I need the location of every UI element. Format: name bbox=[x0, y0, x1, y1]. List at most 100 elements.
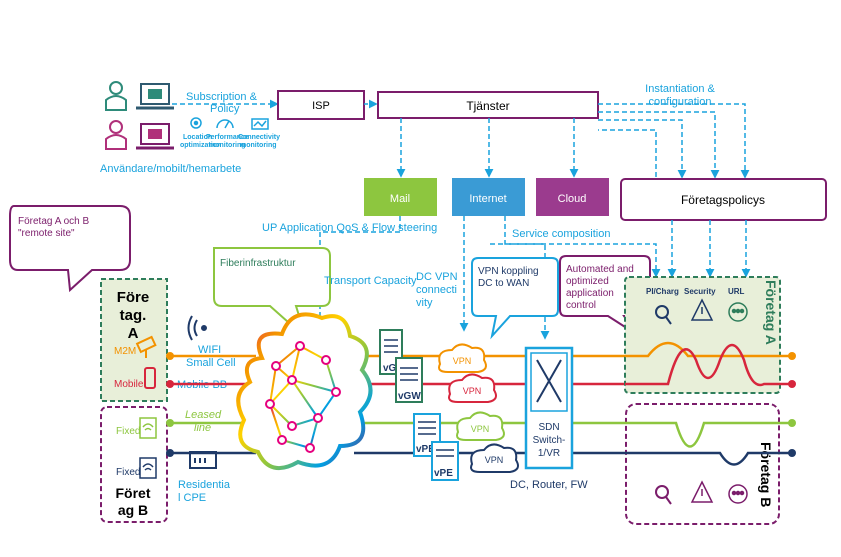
vpn-koppling-label-2: DC to WAN bbox=[478, 278, 529, 289]
connectivity-monitoring-icon bbox=[251, 118, 269, 130]
user-magenta-icon bbox=[105, 120, 127, 150]
policy-label: Företagspolicys bbox=[681, 193, 765, 207]
vpn-cloud-navy bbox=[470, 443, 519, 473]
tjanster-connectors bbox=[396, 103, 750, 179]
vgw-label-1: vG bbox=[383, 363, 397, 374]
cloud-box bbox=[536, 178, 609, 216]
residential-label-1: Residentia bbox=[178, 479, 231, 491]
router-icon-navy bbox=[139, 457, 157, 479]
fiber-nodes bbox=[265, 341, 341, 453]
fiber-label: Fiberinfrastruktur bbox=[220, 258, 296, 269]
sdn-label-3: 1/VR bbox=[538, 448, 560, 459]
line-end-dots bbox=[166, 352, 796, 457]
isp-box bbox=[277, 90, 365, 120]
router-icon-green bbox=[139, 417, 157, 439]
performance-monitoring-icon bbox=[216, 119, 234, 129]
company-a-label-2: tag. bbox=[120, 307, 147, 324]
automated-label-2: optimized bbox=[566, 276, 609, 287]
dc-vpn-label-1: DC VPN bbox=[416, 271, 458, 283]
vpn-label-1: VPN bbox=[453, 356, 472, 366]
laptop-teal-icon bbox=[136, 83, 174, 110]
sdn-label-2: Switch- bbox=[533, 435, 566, 446]
wifi-label-2: Small Cell bbox=[186, 357, 236, 369]
dc-vpn-label-3: vity bbox=[416, 297, 433, 309]
leased-line-label-2: line bbox=[194, 422, 211, 434]
user-teal-icon bbox=[105, 81, 127, 111]
fixed-label-1: Fixed bbox=[116, 426, 140, 437]
monitor-label-connectivity-2: monitoring bbox=[240, 142, 277, 149]
monitor-label-performance-1: Performance bbox=[206, 134, 249, 141]
vpn-label-4: VPN bbox=[485, 455, 504, 465]
vgw-appliance-2 bbox=[395, 357, 423, 403]
fixed-label-2: Fixed bbox=[116, 467, 140, 478]
internet-label: Internet bbox=[469, 193, 506, 205]
users-caption: Användare/mobilt/hemarbete bbox=[100, 163, 241, 175]
mail-label: Mail bbox=[390, 193, 410, 205]
remote-site-callout bbox=[9, 205, 131, 293]
search-icon bbox=[655, 305, 672, 325]
tjanster-box bbox=[377, 91, 599, 119]
internet-box bbox=[452, 178, 525, 216]
remote-site-label-2: "remote site" bbox=[18, 228, 75, 239]
smartphone-icon bbox=[144, 367, 156, 389]
vpn-cloud-red bbox=[448, 373, 497, 403]
remote-site-label-1: Företag A och B bbox=[18, 216, 89, 227]
dc-vpn-label-2: connecti bbox=[416, 284, 457, 296]
search-icon-b bbox=[655, 485, 672, 505]
automated-label-3: application bbox=[566, 288, 614, 299]
url-label: URL bbox=[728, 287, 745, 296]
vpn-koppling-callout bbox=[471, 257, 559, 340]
sdn-switch-cross bbox=[536, 359, 562, 403]
vpn-koppling-label-1: VPN koppling bbox=[478, 266, 539, 277]
isp-label: ISP bbox=[312, 100, 330, 112]
instantiation-label-1: Instantiation & bbox=[645, 83, 715, 95]
automated-label-4: control bbox=[566, 300, 596, 311]
location-optimization-icon bbox=[190, 117, 202, 129]
residential-label-2: l CPE bbox=[178, 492, 206, 504]
company-a-label-3: A bbox=[128, 325, 139, 342]
company-b-right-label: Företag B bbox=[758, 442, 774, 507]
vpn-cloud-green bbox=[456, 411, 505, 441]
dc-router-label: DC, Router, FW bbox=[510, 479, 588, 491]
warning-icon bbox=[690, 298, 714, 321]
m2m-label: M2M bbox=[114, 346, 136, 357]
wifi-signal-icon bbox=[187, 315, 207, 341]
up-qos-label: UP Application QoS & Flow steering bbox=[262, 222, 437, 234]
company-b-box bbox=[100, 406, 168, 523]
monitor-label-location-1: Location bbox=[183, 134, 212, 141]
wifi-label-1: WIFI bbox=[198, 344, 221, 356]
laptop-magenta-icon bbox=[136, 123, 174, 150]
monitor-label-connectivity-1: Connectivity bbox=[238, 134, 280, 141]
vpn-label-2: VPN bbox=[463, 386, 482, 396]
subscription-label-1: Subscription & bbox=[186, 91, 258, 103]
vpe-label-1: vPE bbox=[416, 444, 435, 455]
company-a-right-label: Företag A bbox=[763, 280, 779, 345]
mail-box bbox=[364, 178, 437, 216]
dpi-label: PI/Charg bbox=[646, 287, 679, 296]
cloud-label: Cloud bbox=[558, 193, 587, 205]
mobile-label: Mobile bbox=[114, 379, 144, 390]
monitor-label-performance-2: monitoring bbox=[209, 142, 246, 149]
sdn-label-1: SDN bbox=[538, 422, 559, 433]
warning-icon-b bbox=[690, 480, 714, 503]
vpn-cloud-orange bbox=[438, 343, 487, 373]
monitor-label-location-2: optimization bbox=[180, 142, 221, 149]
service-composition-label: Service composition bbox=[512, 228, 610, 240]
leased-line-label-1: Leased bbox=[185, 409, 222, 421]
camera-icon bbox=[135, 335, 157, 358]
traffic-waves bbox=[625, 341, 792, 466]
transport-label: Transport Capacity bbox=[324, 275, 417, 287]
url-icon-b bbox=[728, 484, 748, 504]
tjanster-label: Tjänster bbox=[466, 99, 509, 113]
vpe-label-2: vPE bbox=[434, 468, 453, 479]
sdn-switch-box bbox=[524, 346, 574, 470]
company-a-label-1: Före bbox=[117, 289, 150, 306]
url-icon bbox=[728, 302, 748, 322]
service-composition-connectors bbox=[315, 216, 751, 340]
vpn-label-3: VPN bbox=[471, 424, 490, 434]
instantiation-label-2: configuration bbox=[649, 96, 712, 108]
vpe-appliance-2 bbox=[431, 441, 459, 481]
vgw-label-2: vGW bbox=[398, 391, 421, 402]
